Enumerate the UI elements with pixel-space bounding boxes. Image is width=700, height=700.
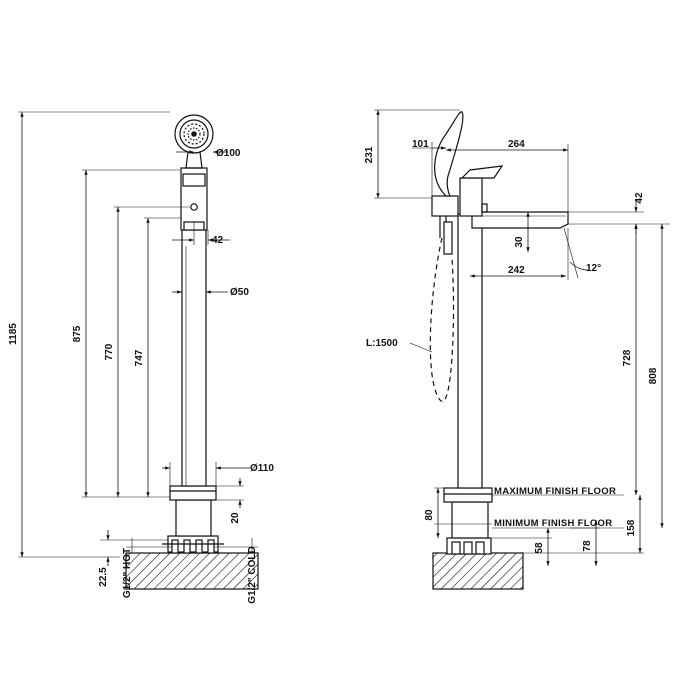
label-max-finish-floor: MAXIMUM FINISH FLOOR — [494, 486, 616, 497]
label-hot: G1/2" HOT — [122, 548, 133, 598]
dim-20: 20 — [230, 512, 241, 524]
mixer-body — [459, 177, 483, 217]
base-plate — [169, 485, 217, 501]
dim-80: 80 — [424, 509, 435, 521]
side-column — [457, 213, 483, 489]
dim-747: 747 — [134, 349, 145, 366]
label-min-finish-floor: MINIMUM FINISH FLOOR — [494, 518, 612, 529]
spout — [471, 211, 569, 229]
floor-hatch-side — [432, 552, 524, 590]
concealed-box-front — [162, 535, 224, 554]
dim-22-5: 22.5 — [98, 567, 109, 587]
dim-1185: 1185 — [8, 323, 19, 345]
dim-42-front: 42 — [212, 235, 224, 246]
side-holder — [431, 195, 459, 217]
dim-770: 770 — [104, 343, 115, 360]
front-view — [18, 111, 259, 590]
base-lower — [175, 499, 212, 537]
dim-728: 728 — [622, 349, 633, 366]
dim-231: 231 — [364, 146, 375, 163]
dim-42-side: 42 — [634, 192, 645, 204]
dim-875: 875 — [72, 325, 83, 342]
dim-264: 264 — [508, 139, 525, 150]
dim-808: 808 — [648, 367, 659, 384]
label-cold: G1/2" COLD — [247, 546, 258, 604]
front-view-labels: 1185 875 770 747 Ø100 42 Ø50 Ø110 20 22.… — [8, 148, 274, 604]
dim-diameter-110: Ø110 — [250, 463, 274, 474]
dim-101: 101 — [412, 139, 429, 150]
side-base-lower — [451, 501, 489, 539]
lever — [460, 165, 504, 179]
dim-diameter-50: Ø50 — [230, 287, 249, 298]
hose — [429, 237, 455, 402]
handshower-head — [174, 114, 214, 169]
side-view — [374, 109, 670, 590]
floor-hatch-front — [125, 552, 259, 590]
dim-78: 78 — [582, 540, 593, 552]
dim-158: 158 — [626, 519, 637, 536]
dim-242: 242 — [508, 265, 525, 276]
dim-diameter-100: Ø100 — [216, 148, 241, 159]
dim-angle-12: 12° — [586, 263, 601, 274]
dim-58: 58 — [534, 542, 545, 554]
side-handshower — [434, 111, 464, 197]
label-hose-length: L:1500 — [366, 338, 398, 349]
dim-30: 30 — [514, 236, 525, 248]
concealed-box-side — [446, 537, 492, 555]
side-base-plate — [443, 487, 493, 503]
side-view-labels: 231 101 264 42 30 242 12° L:1500 728 808… — [364, 139, 659, 554]
